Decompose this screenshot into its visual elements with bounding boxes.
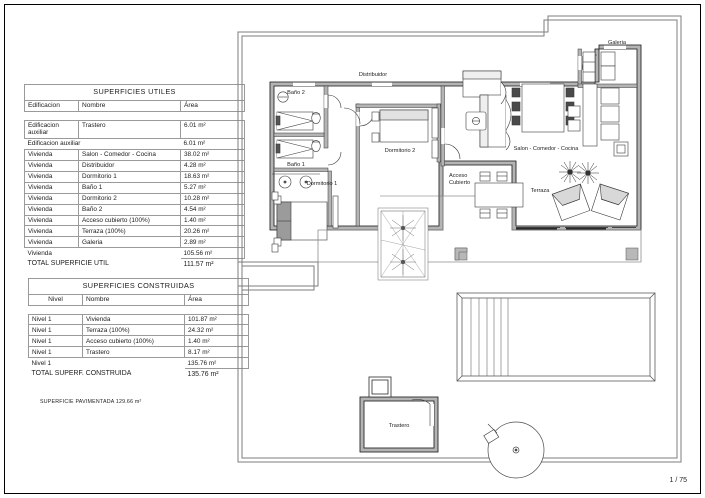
table-header-row: Nivel Nombre Área xyxy=(28,293,249,306)
built-surfaces-title: SUPERFICIES CONSTRUIDAS xyxy=(28,278,249,295)
cell-subtotal-label: Vivienda xyxy=(24,247,181,259)
room-label-salon: Salon - Comedor - Cocina xyxy=(514,146,580,152)
total-label: TOTAL SUPERF. CONSTRUIDA xyxy=(28,368,185,380)
scale-label: 1 / 75 xyxy=(669,477,687,484)
cell-area: 6.01 m² xyxy=(180,119,245,139)
table-subtotal-row: Nivel 1 135.76 m² xyxy=(28,357,249,370)
paved-surface-note: SUPERFICIE PAVIMENTADA 129.66 m² xyxy=(40,399,142,405)
table-total-row: TOTAL SUPERFICIE UTIL 111.57 m² xyxy=(24,258,245,270)
table-subtotal-row: Vivienda 105.56 m² xyxy=(24,247,245,260)
total-value: 111.57 m² xyxy=(180,258,245,270)
terrace-plants xyxy=(559,161,599,184)
table-row: Nivel 1 Trastero 8.17 m² xyxy=(28,346,249,359)
bedroom-1-furniture xyxy=(273,195,339,247)
room-label-terraza: Terraza xyxy=(531,188,551,194)
col-header-nombre: Nombre xyxy=(82,293,185,306)
table-title-row: SUPERFICIES CONSTRUIDAS xyxy=(28,278,249,295)
cell-subtotal-label: Nivel 1 xyxy=(28,357,185,369)
room-label-galeria: Galeria xyxy=(608,40,627,46)
col-header-area: Área xyxy=(184,293,249,306)
room-label-acceso-line2: Cubierto xyxy=(449,180,470,186)
living-room-furniture xyxy=(462,70,512,151)
storage-door xyxy=(411,399,434,426)
room-label-dormitorio2: Dormitorio 2 xyxy=(385,148,415,154)
table-title-row: SUPERFICIES UTILES xyxy=(24,84,245,101)
gallery-furniture xyxy=(582,51,596,83)
useful-surfaces-table: SUPERFICIES UTILES Edificacion Nombre Ár… xyxy=(24,84,245,270)
cell-nombre: Trastero xyxy=(78,119,181,139)
swimming-pool xyxy=(456,292,656,382)
table-row: Edificacion auxiliar Trastero 6.01 m² xyxy=(24,119,245,139)
total-label: TOTAL SUPERFICIE UTIL xyxy=(24,258,181,270)
total-value: 135.76 m² xyxy=(184,368,249,380)
table-total-row: TOTAL SUPERF. CONSTRUIDA 135.76 m² xyxy=(28,368,249,380)
room-label-trastero: Trastero xyxy=(389,423,410,429)
garden-bed xyxy=(377,207,429,281)
room-label-distribuidor: Distribuidor xyxy=(359,72,387,78)
cell-edificacion: Edificacion auxiliar xyxy=(24,119,79,139)
table-spacer xyxy=(28,305,249,315)
table-row: Vivienda Salon - Comedor - Cocina 38.02 … xyxy=(24,148,245,161)
cell-subtotal-area: 135.76 m² xyxy=(184,357,249,370)
bedroom-2-furniture xyxy=(371,107,439,159)
built-surfaces-table: SUPERFICIES CONSTRUIDAS Nivel Nombre Áre… xyxy=(28,278,249,380)
useful-surfaces-title: SUPERFICIES UTILES xyxy=(24,84,245,101)
col-header-edificacion: Edificacion xyxy=(24,99,79,112)
cell-subtotal-label: Edificacion auxiliar xyxy=(24,138,181,150)
covered-entry xyxy=(380,166,444,197)
table-row: Vivienda Baño 2 4.54 m² xyxy=(24,203,245,216)
terrace-border xyxy=(454,247,639,261)
page-border xyxy=(4,4,701,494)
pool-steps xyxy=(470,298,509,376)
kitchen-furniture xyxy=(567,51,629,157)
room-label-bano1: Baño 1 xyxy=(287,162,305,168)
lounge-chairs xyxy=(551,183,630,222)
table-row: Vivienda Dormitorio 1 18.63 m² xyxy=(24,170,245,183)
cell-subtotal-area: 105.56 m² xyxy=(180,247,245,260)
room-label-acceso-line1: Acceso xyxy=(449,173,467,179)
table-row: Nivel 1 Acceso cubierto (100%) 1.40 m² xyxy=(28,335,249,348)
col-header-area: Área xyxy=(180,99,245,112)
bathroom-1-fixtures xyxy=(272,139,321,189)
storage-outline xyxy=(359,376,439,453)
dining-table xyxy=(511,83,575,133)
interior-walls xyxy=(273,48,638,227)
table-header-row: Edificacion Nombre Área xyxy=(24,99,245,112)
bathroom-2-fixtures xyxy=(275,91,321,131)
room-label-bano2: Baño 2 xyxy=(287,90,305,96)
table-row: Vivienda Distribuidor 4.28 m² xyxy=(24,159,245,172)
service-boxes xyxy=(271,191,279,253)
col-header-nombre: Nombre xyxy=(78,99,181,112)
table-spacer xyxy=(24,111,245,121)
room-label-dormitorio1: Dormitorio 1 xyxy=(307,181,337,187)
terrace-dining-set xyxy=(474,171,524,219)
table-row: Vivienda Galeria 2.89 m² xyxy=(24,236,245,249)
plot-boundary xyxy=(237,15,682,463)
round-table xyxy=(483,421,545,479)
